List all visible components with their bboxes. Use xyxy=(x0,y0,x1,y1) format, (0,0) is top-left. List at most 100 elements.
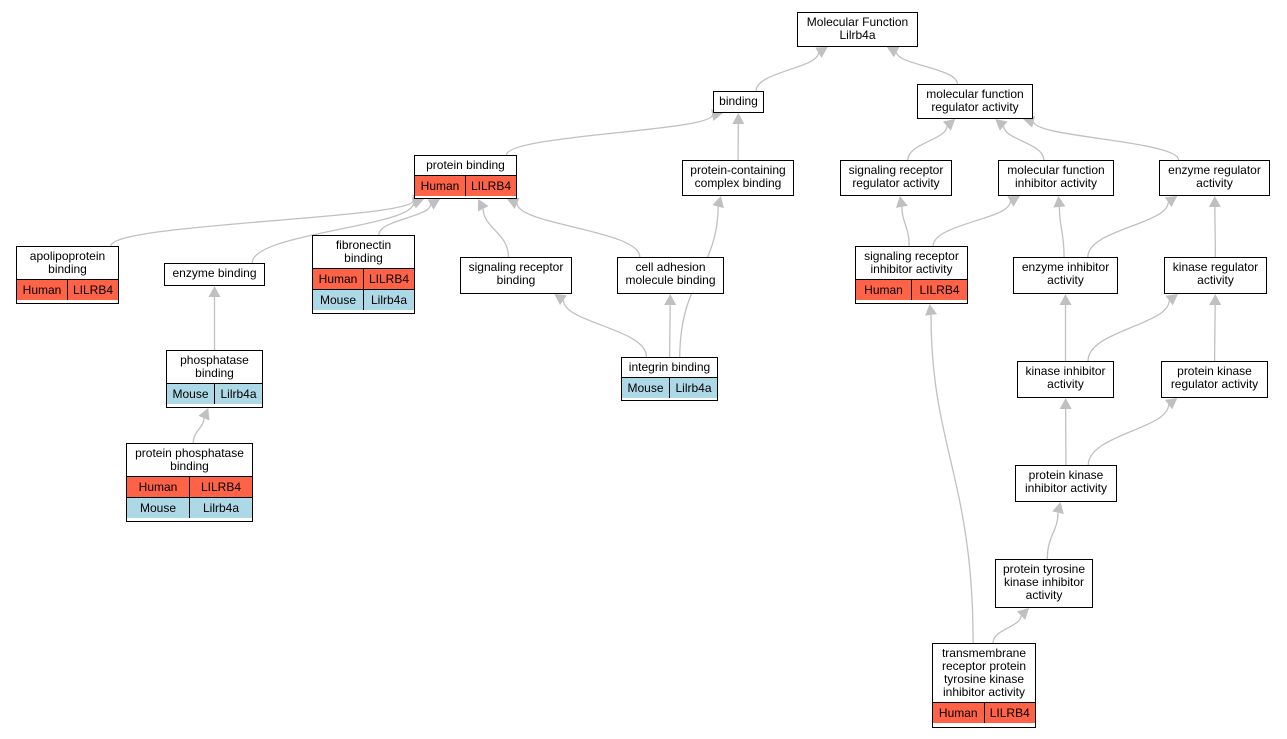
edge-ib-to-srb xyxy=(562,300,648,358)
gene-cell: LILRB4 xyxy=(911,280,967,300)
edge-arrowhead xyxy=(1209,294,1222,306)
edge-arrowhead xyxy=(507,197,520,209)
gene-cell: Lilrb4a xyxy=(189,498,252,518)
gene-cell: LILRB4 xyxy=(67,280,118,300)
edge-kia-to-kra xyxy=(1087,300,1170,362)
node-kinase-regulator-activity[interactable]: kinase regulator activity xyxy=(1164,257,1267,294)
edge-tmrtkia-to-ptkia xyxy=(992,615,1022,644)
edge-apo-to-pb xyxy=(110,200,414,247)
edge-ptkia-to-pkia xyxy=(1046,512,1059,560)
gene-cell: LILRB4 xyxy=(189,477,252,497)
node-signaling-receptor-binding[interactable]: signaling receptor binding xyxy=(460,257,572,294)
node-cell-adhesion-molecule-binding[interactable]: cell adhesion molecule binding xyxy=(617,257,724,294)
species-cell: Mouse xyxy=(627,381,664,395)
edge-arrowhead xyxy=(1053,196,1066,208)
node-label: signaling receptor binding xyxy=(468,260,564,287)
species-cell: Human xyxy=(938,706,978,720)
node-label: protein kinase inhibitor activity xyxy=(1024,468,1108,495)
species-row-mouse: Mouse Lilrb4a xyxy=(127,497,252,518)
edge-arrowhead xyxy=(815,47,828,58)
node-label: enzyme inhibitor activity xyxy=(1021,260,1110,287)
gene-cell: LILRB4 xyxy=(465,176,516,196)
species-row-human: Human LILRB4 xyxy=(933,702,1035,723)
gene-cell: LILRB4 xyxy=(983,703,1036,723)
edge-arrowhead xyxy=(712,196,724,209)
node-label: phosphatase binding xyxy=(180,353,249,380)
species-row-human: Human LILRB4 xyxy=(17,279,118,300)
node-binding[interactable]: binding xyxy=(713,91,764,113)
node-molecular-function-root[interactable]: Molecular Function Lilrb4a xyxy=(797,12,918,47)
node-label: molecular function inhibitor activity xyxy=(1007,163,1105,190)
species-cell: Mouse xyxy=(172,387,209,401)
edge-arrowhead xyxy=(411,197,424,209)
species-row-human: Human LILRB4 xyxy=(313,268,414,289)
node-transmembrane-receptor-protein-tyrosine-kinase-inhibitor-activity[interactable]: transmembrane receptor protein tyrosine … xyxy=(932,643,1036,728)
node-label: enzyme binding xyxy=(172,266,257,280)
node-protein-tyrosine-kinase-inhibitor-activity[interactable]: protein tyrosine kinase inhibitor activi… xyxy=(995,559,1093,608)
edge-eb-to-pb xyxy=(251,202,415,264)
edge-arrowhead xyxy=(995,119,1008,131)
species-cell: Human xyxy=(420,179,460,193)
node-label: enzyme regulator activity xyxy=(1168,163,1261,190)
species-row-mouse: Mouse Lilrb4a xyxy=(313,289,414,310)
node-integrin-binding[interactable]: integrin binding Mouse Lilrb4a xyxy=(621,357,718,401)
node-label: molecular function regulator activity xyxy=(926,87,1024,114)
edge-era-to-mfra xyxy=(1032,121,1180,161)
edge-fb-to-pb xyxy=(378,204,432,236)
node-label: binding xyxy=(719,94,758,108)
gene-cell: Lilrb4a xyxy=(363,290,414,310)
edge-arrowhead xyxy=(1059,398,1072,410)
edge-arrowhead xyxy=(1052,502,1064,515)
node-enzyme-inhibitor-activity[interactable]: enzyme inhibitor activity xyxy=(1013,257,1118,294)
edge-eia-to-era xyxy=(1087,202,1169,258)
node-protein-binding[interactable]: protein binding Human LILRB4 xyxy=(414,155,517,199)
node-fibronectin-binding[interactable]: fibronectin binding Human LILRB4 Mouse L… xyxy=(312,235,415,314)
species-cell: Human xyxy=(318,272,358,286)
edge-arrowhead xyxy=(1208,196,1221,208)
node-molecular-function-regulator-activity[interactable]: molecular function regulator activity xyxy=(917,84,1033,119)
node-protein-kinase-regulator-activity[interactable]: protein kinase regulator activity xyxy=(1161,361,1268,398)
edge-arrowhead xyxy=(1164,398,1178,410)
node-protein-containing-complex-binding[interactable]: protein-containing complex binding xyxy=(682,160,794,196)
node-signaling-receptor-regulator-activity[interactable]: signaling receptor regulator activity xyxy=(840,160,952,196)
edge-srra-to-mfra xyxy=(907,126,948,161)
species-cell: Human xyxy=(138,480,178,494)
edge-arrowhead xyxy=(198,408,210,421)
edge-arrowhead xyxy=(732,113,745,125)
node-molecular-function-inhibitor-activity[interactable]: molecular function inhibitor activity xyxy=(998,160,1114,196)
species-row-human: Human LILRB4 xyxy=(856,279,967,300)
node-protein-phosphatase-binding[interactable]: protein phosphatase binding Human LILRB4… xyxy=(126,443,253,522)
edge-mfia-to-mfra xyxy=(1003,125,1045,161)
gene-cell: Lilrb4a xyxy=(214,384,262,404)
node-label: protein kinase regulator activity xyxy=(1170,364,1259,391)
gene-cell: Lilrb4a xyxy=(669,378,717,398)
node-protein-kinase-inhibitor-activity[interactable]: protein kinase inhibitor activity xyxy=(1015,465,1117,502)
node-label: integrin binding xyxy=(628,360,711,374)
edge-arrowhead xyxy=(895,196,908,208)
edge-arrowhead xyxy=(427,199,440,210)
edge-tmrtkia-to-sria xyxy=(930,314,974,644)
node-phosphatase-binding[interactable]: phosphatase binding Mouse Lilrb4a xyxy=(166,350,263,408)
edge-pkia-to-pkra xyxy=(1087,404,1170,466)
edge-pkra-to-kra xyxy=(1214,304,1216,362)
node-apolipoprotein-binding[interactable]: apolipoprotein binding Human LILRB4 xyxy=(16,246,119,304)
node-label: transmembrane receptor protein tyrosine … xyxy=(941,646,1027,699)
node-label: kinase regulator activity xyxy=(1172,260,1259,287)
node-label: kinase inhibitor activity xyxy=(1025,364,1106,391)
node-label: cell adhesion molecule binding xyxy=(625,260,716,287)
node-enzyme-binding[interactable]: enzyme binding xyxy=(164,263,265,286)
node-label: protein binding xyxy=(426,158,505,172)
species-cell: Mouse xyxy=(319,293,357,307)
node-kinase-inhibitor-activity[interactable]: kinase inhibitor activity xyxy=(1017,361,1114,398)
node-signaling-receptor-inhibitor-activity[interactable]: signaling receptor inhibitor activity Hu… xyxy=(855,246,968,304)
species-cell: Mouse xyxy=(139,501,177,515)
node-label: fibronectin binding xyxy=(335,238,392,265)
edge-arrowhead xyxy=(664,294,677,306)
edge-arrowhead xyxy=(477,199,489,212)
node-enzyme-regulator-activity[interactable]: enzyme regulator activity xyxy=(1159,160,1270,196)
node-label: signaling receptor inhibitor activity xyxy=(864,249,959,276)
node-label: protein-containing complex binding xyxy=(690,163,786,190)
edge-arrowhead xyxy=(208,286,221,297)
edge-bind-to-mf xyxy=(755,52,820,92)
edge-arrowhead xyxy=(925,304,937,316)
